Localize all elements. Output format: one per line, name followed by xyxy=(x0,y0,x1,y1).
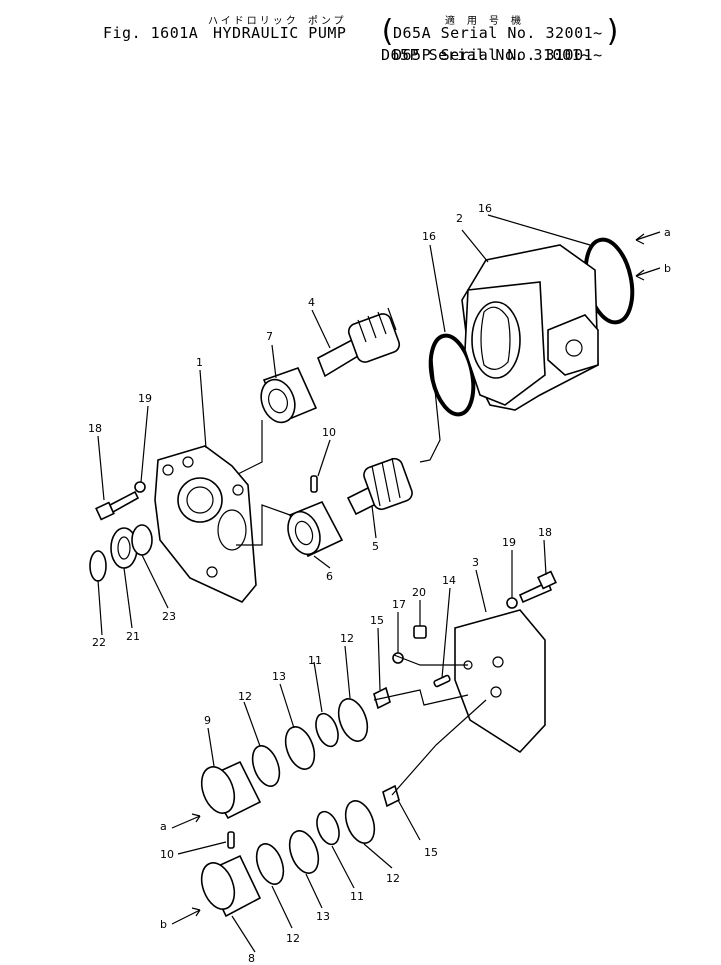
bracket-open: ( xyxy=(378,14,397,49)
callout-9: 9 xyxy=(204,714,211,727)
callout-4: 4 xyxy=(308,296,315,309)
callout-a-upper: a xyxy=(664,226,671,239)
callout-19-left: 19 xyxy=(138,392,152,405)
callout-16-lower: 16 xyxy=(422,230,436,243)
rear-cover-3 xyxy=(454,609,546,754)
callout-18-right: 18 xyxy=(538,526,552,539)
leader-lines xyxy=(97,214,591,953)
callout-11-upper: 11 xyxy=(308,654,322,667)
callout-a-lower: a xyxy=(160,820,167,833)
figure-title: HYDRAULIC PUMP xyxy=(213,24,347,42)
dowel-pin-10-upper xyxy=(310,475,318,493)
serial-range-d65a: D65A Serial No. 32001~ xyxy=(393,24,603,42)
callout-3: 3 xyxy=(472,556,479,569)
seal-set-21-23 xyxy=(89,524,153,582)
callout-21: 21 xyxy=(126,630,140,643)
bearing-6 xyxy=(287,500,344,558)
callout-10-upper: 10 xyxy=(322,426,336,439)
callout-13-lower: 13 xyxy=(316,910,330,923)
plug-20 xyxy=(413,625,427,639)
callout-15-lower: 15 xyxy=(424,846,438,859)
valve-stack-lower xyxy=(255,784,400,885)
callout-1: 1 xyxy=(196,356,203,369)
driven-gear-5 xyxy=(346,457,413,516)
callout-14: 14 xyxy=(442,574,456,587)
callout-b-lower: b xyxy=(160,918,167,931)
dowel-pin-10-lower xyxy=(227,831,235,849)
callout-5: 5 xyxy=(372,540,379,553)
callout-16-upper: 16 xyxy=(478,202,492,215)
callout-20: 20 xyxy=(412,586,426,599)
serial-range-d65p-text: D65P Serial No. 31001~ xyxy=(393,46,603,64)
pin-14 xyxy=(433,674,451,688)
callout-12-lower: 12 xyxy=(286,932,300,945)
callout-10-lower: 10 xyxy=(160,848,174,861)
callout-labels: 16 2 a b 16 4 7 1 19 18 10 5 6 22 21 23 … xyxy=(88,202,671,965)
callout-12-upper: 12 xyxy=(340,632,354,645)
flow-arrows xyxy=(171,231,661,925)
title-japanese: ハイドロリック ポンプ xyxy=(208,16,347,27)
washer-19-right xyxy=(506,597,518,609)
bracket-close: ) xyxy=(604,14,623,49)
valve-body-9 xyxy=(200,760,262,820)
bolt-18-left xyxy=(95,490,140,521)
drive-gear-4 xyxy=(316,307,401,378)
serial-range-d65p: D65P Serial No. 31001~ xyxy=(381,46,591,64)
bearing-7 xyxy=(260,367,318,424)
callout-15-upper: 15 xyxy=(370,614,384,627)
callout-8: 8 xyxy=(248,952,255,965)
callout-22: 22 xyxy=(92,636,106,649)
gear-housing-2 xyxy=(461,244,599,411)
callout-6: 6 xyxy=(326,570,333,583)
callout-b-upper: b xyxy=(664,262,671,275)
callout-18-left: 18 xyxy=(88,422,102,435)
callout-23: 23 xyxy=(162,610,176,623)
callout-7: 7 xyxy=(266,330,273,343)
callout-12-right: 12 xyxy=(386,872,400,885)
washer-19-left xyxy=(134,481,146,493)
callout-2: 2 xyxy=(456,212,463,225)
front-cover-1 xyxy=(154,445,257,603)
valve-stack-upper xyxy=(251,686,391,787)
callout-17: 17 xyxy=(392,598,406,611)
figure-number: Fig. 1601A xyxy=(103,24,199,42)
callout-11-lower: 11 xyxy=(350,890,364,903)
applicable-models-japanese: 適 用 号 機 xyxy=(445,16,525,27)
callout-12-mid: 12 xyxy=(238,690,252,703)
valve-body-8 xyxy=(200,854,262,918)
bolt-18-right xyxy=(518,570,557,604)
callout-13-upper: 13 xyxy=(272,670,286,683)
callout-19-right: 19 xyxy=(502,536,516,549)
